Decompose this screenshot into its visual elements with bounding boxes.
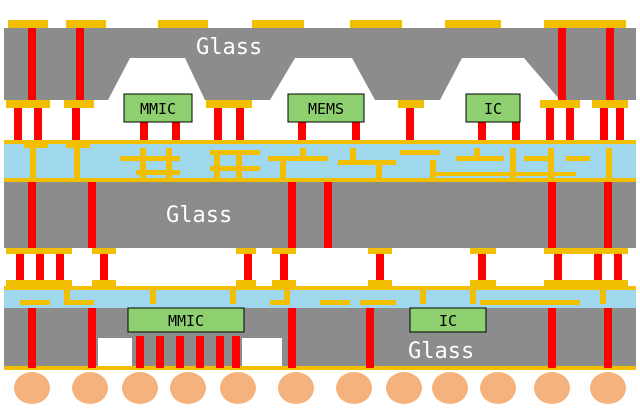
glass-layer-top: [4, 28, 636, 100]
glass-label-bottom: Glass: [408, 339, 474, 364]
chip-mmic-bottom: MMIC: [127, 307, 245, 333]
gap-row-2-pillars: [16, 254, 622, 280]
chip-mems: MEMS: [287, 93, 365, 123]
rdl-upper-traces: [4, 140, 636, 182]
chip-ic-top: IC: [465, 93, 521, 123]
chip-mems-label: MEMS: [308, 100, 344, 118]
glass-layer-middle: [4, 182, 636, 248]
glass-label-top: Glass: [196, 35, 262, 60]
gap-row-2-pads: [6, 248, 628, 286]
solder-balls: [14, 372, 626, 404]
rdl-lower: [4, 286, 636, 308]
glass-label-middle: Glass: [166, 203, 232, 228]
top-glass-vias: [28, 28, 614, 100]
rdl-lower-traces: [4, 286, 636, 305]
gap-row-1-pads: [6, 100, 628, 108]
bottom-cavities: [98, 338, 282, 366]
chip-mmic-top: MMIC: [123, 93, 193, 123]
gap-row-1-pillars: [14, 108, 624, 140]
chip-mmic-top-label: MMIC: [140, 100, 176, 118]
middle-glass-vias: [28, 182, 612, 248]
bottom-glass-bottom-line: [4, 366, 636, 370]
chip-mmic-bottom-label: MMIC: [168, 312, 204, 330]
chip-ic-bottom-label: IC: [439, 312, 457, 330]
bottom-glass-vias: [28, 308, 612, 368]
chip-ic-top-label: IC: [484, 100, 502, 118]
chip-ic-bottom: IC: [409, 307, 487, 333]
top-surface-pads: [8, 20, 626, 28]
